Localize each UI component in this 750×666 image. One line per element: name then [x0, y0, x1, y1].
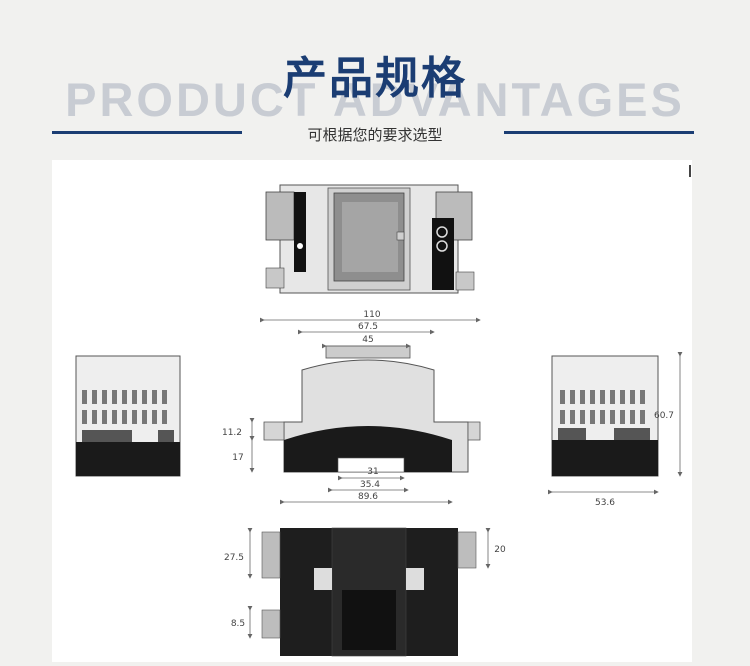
dim-label-89-6: 89.6 [358, 492, 378, 502]
title-english-watermark: PRODUCT ADVANTAGES [65, 73, 685, 126]
top-view-device [265, 184, 475, 294]
dim-label-67-5: 67.5 [358, 322, 378, 332]
bottom-view-device [261, 527, 477, 657]
divider-right [504, 131, 694, 134]
technical-drawing: 110 67.5 45 11.2 17 31 35.4 89.6 60.7 53… [75, 184, 683, 657]
page-title: 产品规格 [283, 53, 467, 104]
page-subtitle: 可根据您的要求选型 [307, 126, 443, 144]
dimension-lines [247, 317, 683, 639]
dim-label-27-5: 27.5 [224, 553, 244, 563]
dim-label-45: 45 [362, 335, 373, 345]
front-view-device [263, 345, 481, 473]
dim-label-8-5: 8.5 [231, 619, 245, 629]
dim-label-20: 20 [494, 545, 506, 555]
dim-label-60-7: 60.7 [654, 411, 674, 421]
dim-label-53-6: 53.6 [595, 498, 615, 508]
left-side-view-device [75, 355, 181, 477]
panel-edge-mark [689, 165, 691, 177]
dim-label-35-4: 35.4 [360, 480, 380, 490]
divider-left [52, 131, 242, 134]
right-side-view-device [551, 355, 659, 477]
dim-label-31: 31 [367, 467, 378, 477]
dim-label-11-2: 11.2 [222, 428, 242, 438]
dim-label-17: 17 [232, 453, 243, 463]
spec-drawing-panel: 110 67.5 45 11.2 17 31 35.4 89.6 60.7 53… [52, 160, 692, 662]
dim-label-110: 110 [363, 310, 380, 320]
header: PRODUCT ADVANTAGES 产品规格 可根据您的要求选型 [0, 0, 750, 160]
